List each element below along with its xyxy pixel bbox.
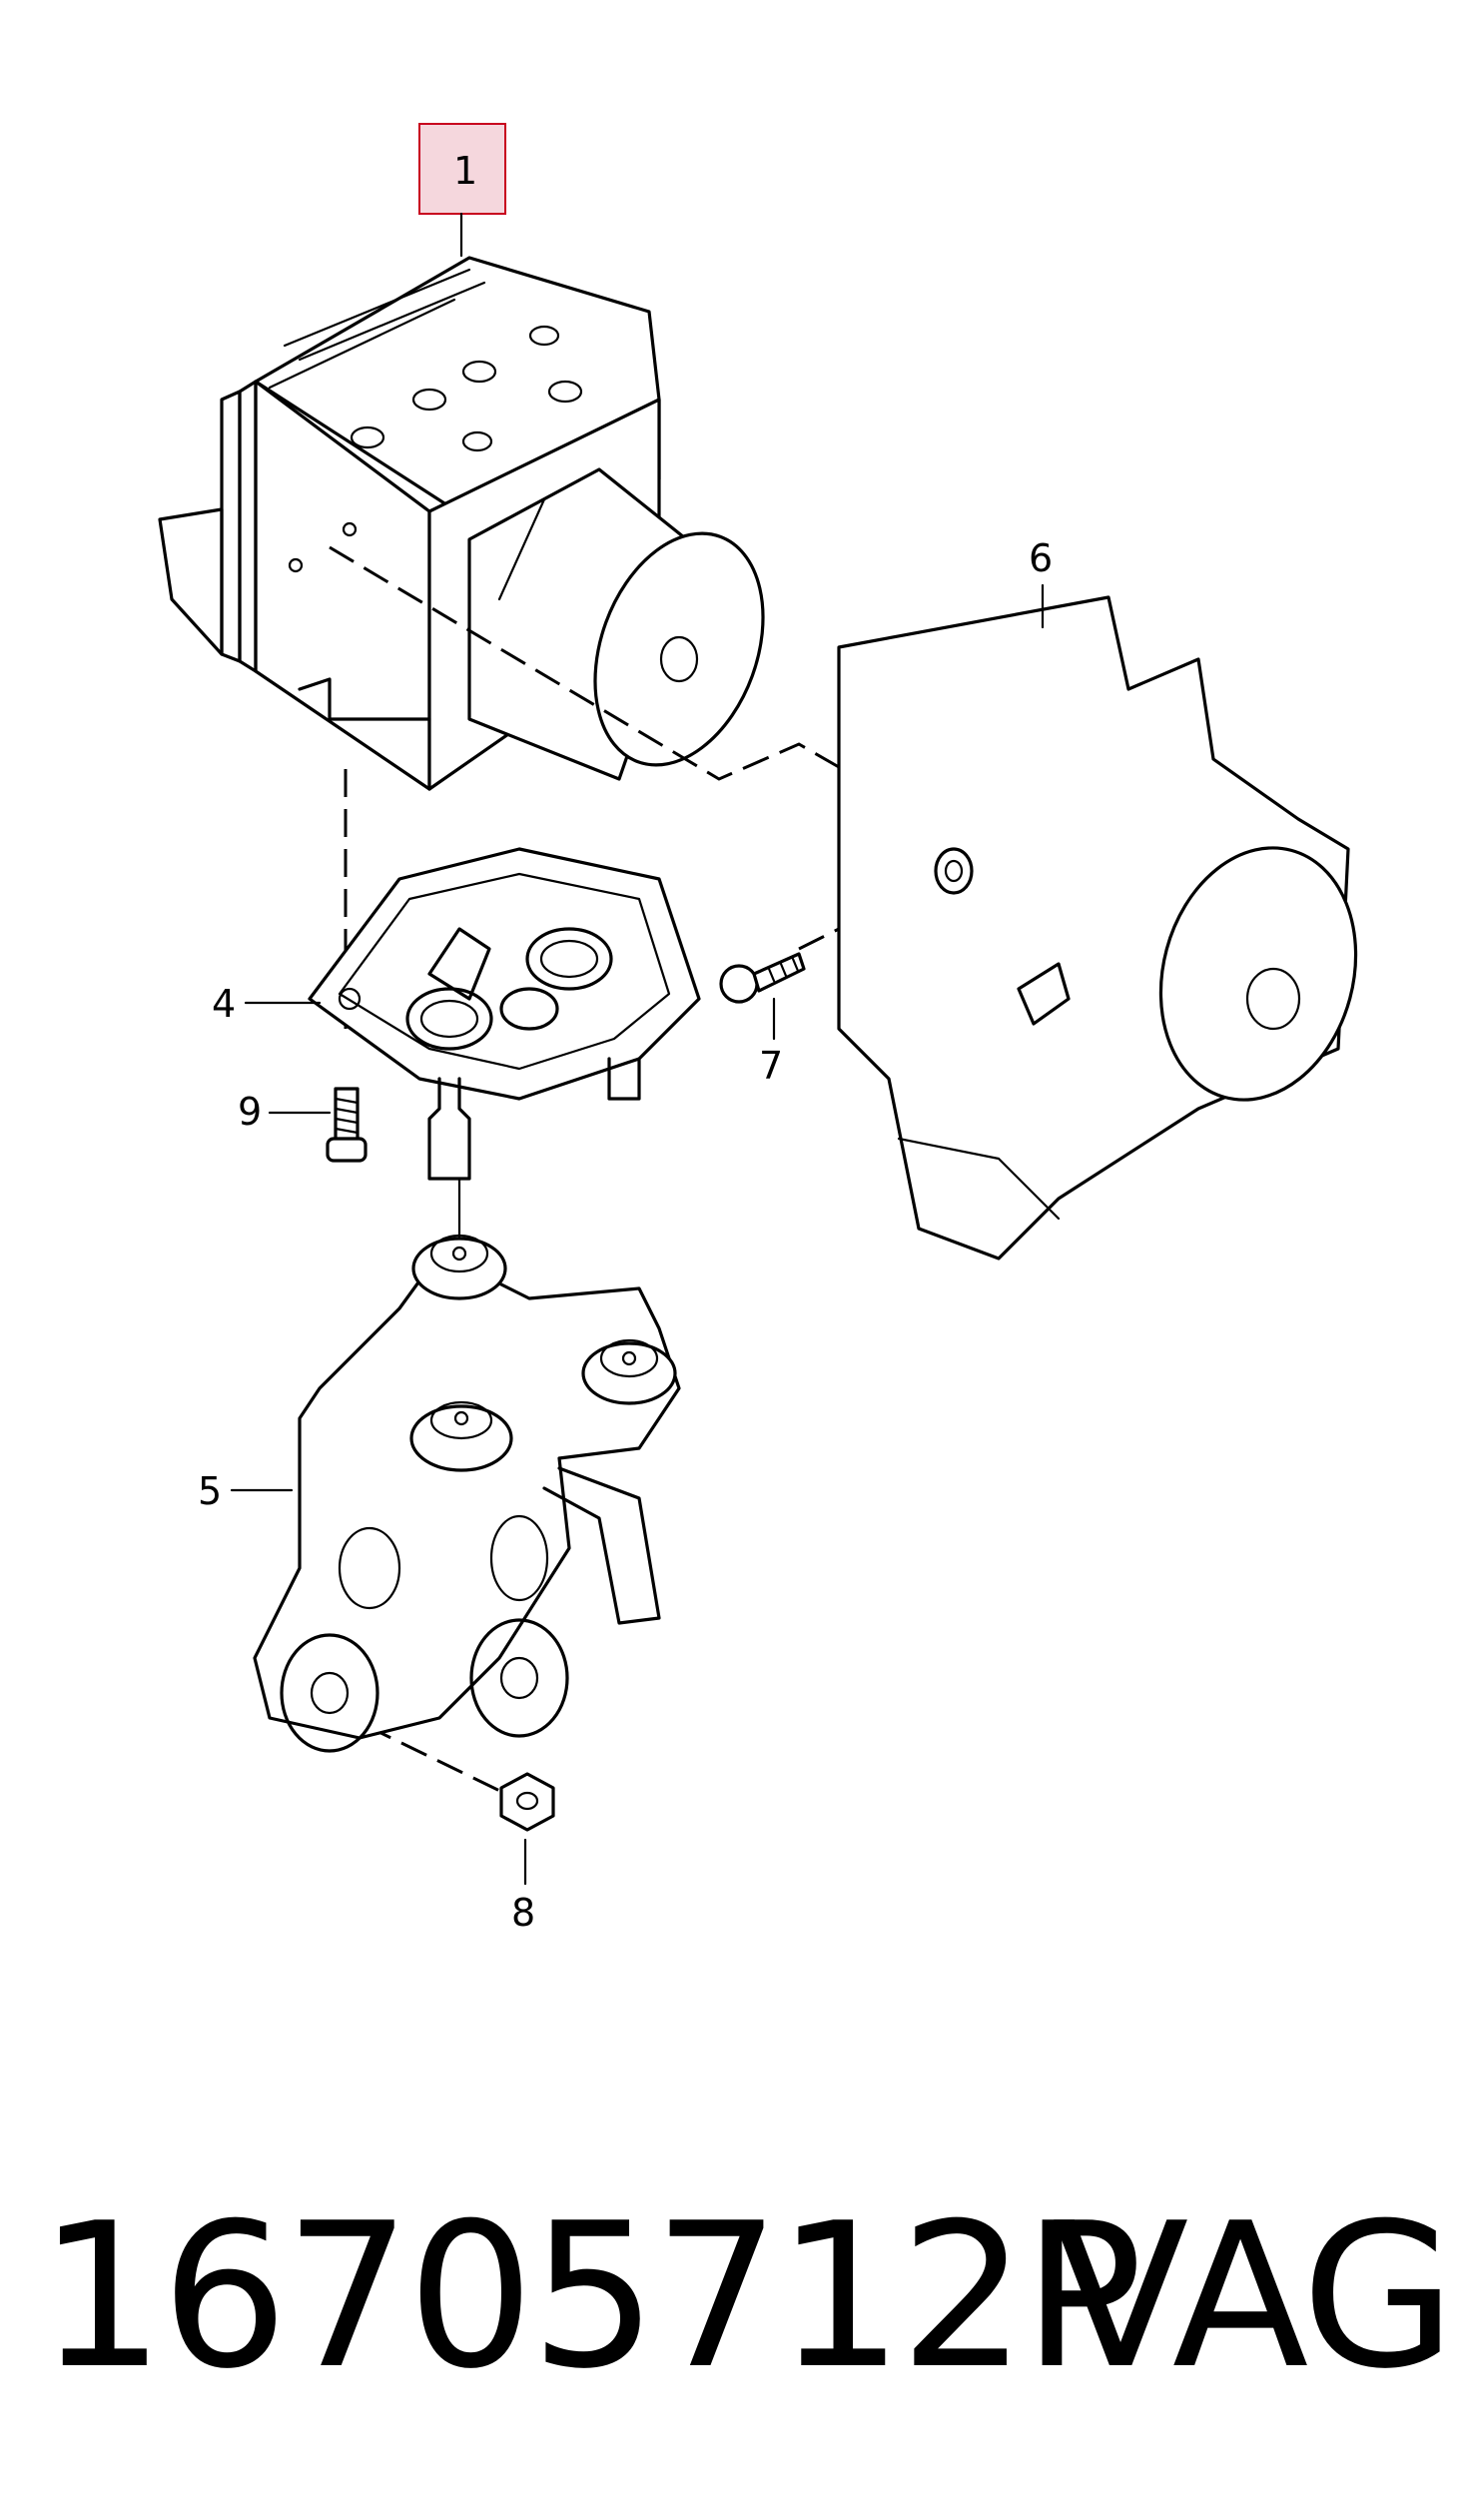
part-number: 16705712P: [38, 2180, 1143, 2413]
callout-5[interactable]: 5: [198, 1469, 294, 1513]
callout-4-label: 4: [212, 982, 236, 1026]
screw-7[interactable]: [719, 952, 806, 1004]
mounting-plate[interactable]: [308, 847, 701, 1181]
assembly-line-nut-8: [329, 1706, 515, 1800]
callout-8[interactable]: 8: [511, 1838, 535, 1935]
callout-9[interactable]: 9: [238, 1090, 332, 1134]
cover-shield[interactable]: [837, 595, 1383, 1260]
brand-name: VAG: [1052, 2180, 1456, 2413]
nut-8[interactable]: [499, 1772, 555, 1832]
callout-6[interactable]: 6: [1029, 536, 1053, 629]
callout-7[interactable]: 7: [759, 997, 783, 1088]
callout-8-label: 8: [511, 1891, 535, 1935]
abs-hydraulic-unit[interactable]: [158, 256, 793, 791]
callout-9-label: 9: [238, 1090, 262, 1134]
callout-1-label: 1: [453, 149, 477, 193]
callout-1[interactable]: 1: [418, 123, 506, 258]
mounting-bracket[interactable]: [253, 1234, 681, 1753]
callout-6-label: 6: [1029, 536, 1053, 580]
rubber-mount: [409, 1234, 677, 1472]
callout-4[interactable]: 4: [212, 982, 322, 1026]
callout-5-label: 5: [198, 1469, 222, 1513]
callout-7-label: 7: [759, 1044, 783, 1088]
callout-1-highlight: [418, 123, 506, 215]
bolt-9[interactable]: [326, 1087, 368, 1163]
